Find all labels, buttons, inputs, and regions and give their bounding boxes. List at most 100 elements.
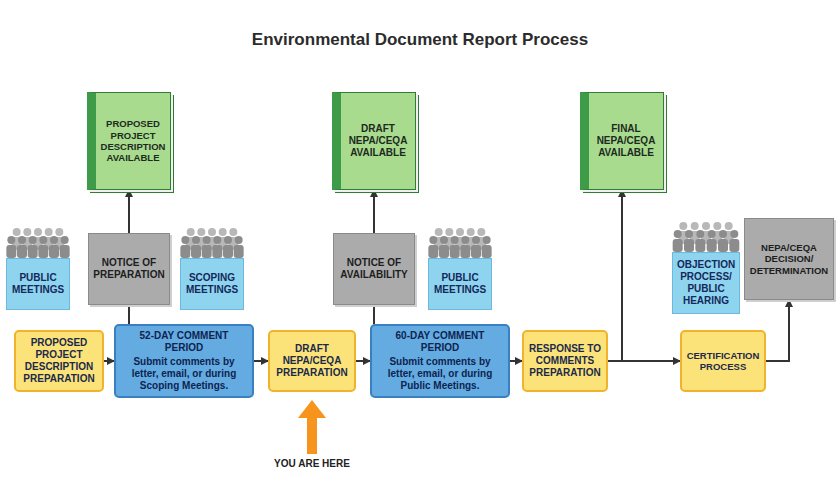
comment-period-box: 52-DAY COMMENT PERIODSubmit comments by … — [114, 324, 254, 398]
crowd-icon — [6, 228, 69, 258]
process-box: DRAFT NEPA/CEQA PREPARATION — [268, 330, 356, 392]
person-body — [180, 245, 190, 258]
process-box: RESPONSE TO COMMENTS PREPARATION — [522, 330, 608, 392]
process-box: PROPOSED PROJECT DESCRIPTION PREPARATION — [14, 330, 104, 392]
node-label: 52-DAY COMMENT PERIOD — [120, 330, 248, 354]
flow-connector — [373, 305, 375, 324]
person-head — [445, 228, 453, 236]
node-body: Submit comments by letter, email, or dur… — [120, 356, 248, 392]
node-label: NEPA/CEQA DECISION/ DETERMINATION — [749, 242, 829, 276]
person-head — [467, 228, 475, 236]
meeting-box: OBJECTION PROCESS/ PUBLIC HEARING — [672, 252, 740, 314]
node-body: Submit comments by letter, email, or dur… — [376, 356, 504, 392]
person-body — [439, 245, 449, 258]
process-box: CERTIFICATION PROCESS — [680, 330, 766, 392]
document-book: PROPOSED PROJECT DESCRIPTION AVAILABLE — [87, 92, 171, 190]
crowd-icon — [673, 222, 740, 252]
person-head — [187, 228, 195, 236]
flow-connector — [128, 190, 130, 233]
document-book: DRAFT NEPA/CEQA AVAILABLE — [332, 92, 416, 190]
person-head — [435, 228, 443, 236]
person-body — [471, 245, 481, 258]
flow-connector — [608, 190, 622, 361]
node-label: NOTICE OF AVAILABILITY — [338, 257, 410, 281]
person-head — [197, 228, 205, 236]
flow-connector — [373, 190, 375, 233]
person-body — [28, 245, 38, 258]
flow-connector — [356, 360, 370, 362]
flow-connector — [254, 360, 268, 362]
person-head — [702, 222, 710, 230]
person-body — [718, 239, 728, 252]
person-body — [428, 245, 438, 258]
person-head — [472, 236, 480, 244]
person-body — [223, 245, 233, 258]
node-label: RESPONSE TO COMMENTS PREPARATION — [528, 343, 602, 379]
person-body — [450, 245, 460, 258]
person-head — [224, 236, 232, 244]
person-body — [482, 245, 492, 258]
comment-period-box: 60-DAY COMMENT PERIODSubmit comments by … — [370, 324, 510, 398]
node-label: DRAFT NEPA/CEQA AVAILABLE — [345, 123, 411, 159]
person-head — [29, 236, 37, 244]
person-body — [707, 239, 717, 252]
flow-connector — [766, 300, 789, 361]
flow-connector — [128, 305, 130, 324]
notice-sheet: NOTICE OF PREPARATION — [88, 233, 170, 305]
person-body — [212, 245, 222, 258]
person-body — [17, 245, 27, 258]
flow-connector — [104, 360, 114, 362]
person-head — [691, 222, 699, 230]
you-are-here-arrow — [298, 400, 326, 454]
person-head — [483, 236, 491, 244]
person-body — [60, 245, 70, 258]
person-head — [456, 228, 464, 236]
person-body — [191, 245, 201, 258]
person-head — [713, 222, 721, 230]
person-head — [696, 230, 704, 238]
node-label: FINAL NEPA/CEQA AVAILABLE — [593, 123, 659, 159]
person-body — [673, 239, 683, 252]
person-head — [34, 228, 42, 236]
person-head — [18, 236, 26, 244]
person-head — [674, 230, 682, 238]
person-head — [203, 236, 211, 244]
person-head — [719, 230, 727, 238]
person-head — [192, 236, 200, 244]
person-head — [725, 222, 733, 230]
node-label: PUBLIC MEETINGS — [11, 272, 65, 296]
diagram-title: Environmental Document Report Process — [0, 30, 840, 50]
document-book: FINAL NEPA/CEQA AVAILABLE — [580, 92, 664, 190]
person-head — [730, 230, 738, 238]
person-head — [23, 228, 31, 236]
person-head — [235, 236, 243, 244]
person-head — [451, 236, 459, 244]
person-head — [679, 222, 687, 230]
person-head — [7, 236, 15, 244]
meeting-box: PUBLIC MEETINGS — [428, 258, 492, 310]
person-body — [460, 245, 470, 258]
notice-sheet: NOTICE OF AVAILABILITY — [333, 233, 415, 305]
crowd-icon — [180, 228, 243, 258]
person-head — [685, 230, 693, 238]
person-head — [213, 236, 221, 244]
person-head — [229, 228, 237, 236]
person-head — [50, 236, 58, 244]
node-label: SCOPING MEETINGS — [185, 272, 239, 296]
person-head — [219, 228, 227, 236]
node-label: 60-DAY COMMENT PERIOD — [376, 330, 504, 354]
node-label: PROPOSED PROJECT DESCRIPTION AVAILABLE — [100, 118, 166, 164]
person-body — [234, 245, 244, 258]
person-body — [202, 245, 212, 258]
person-head — [429, 236, 437, 244]
arrow-head — [298, 400, 326, 418]
node-label: PUBLIC MEETINGS — [433, 272, 487, 296]
node-label: DRAFT NEPA/CEQA PREPARATION — [274, 343, 350, 379]
notice-sheet: NEPA/CEQA DECISION/ DETERMINATION — [744, 218, 834, 300]
node-label: OBJECTION PROCESS/ PUBLIC HEARING — [677, 259, 735, 307]
person-body — [695, 239, 705, 252]
person-head — [208, 228, 216, 236]
arrow-shaft — [307, 416, 317, 454]
person-head — [461, 236, 469, 244]
